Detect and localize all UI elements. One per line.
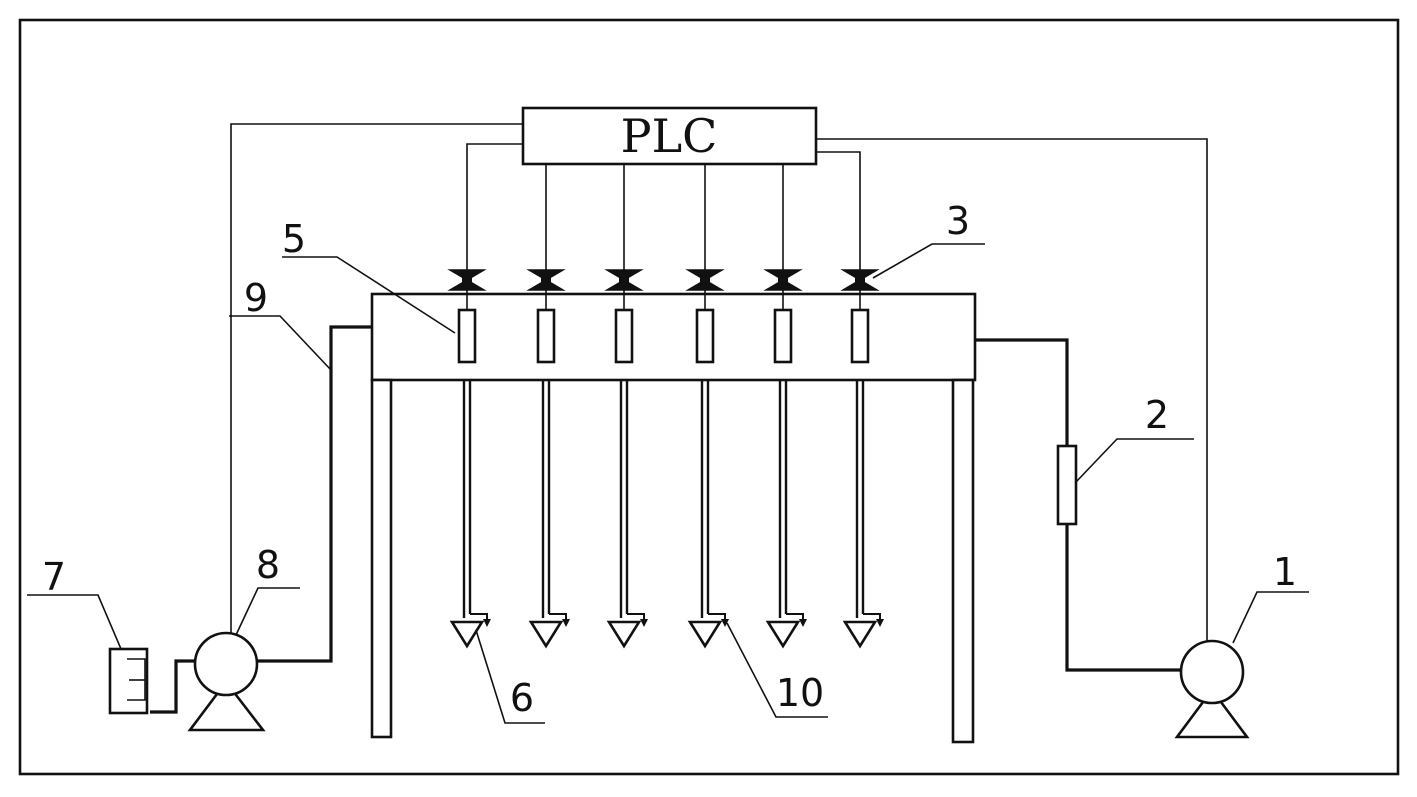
nozzle-branch <box>604 269 648 649</box>
nozzle-head <box>842 620 878 649</box>
nozzle-tube <box>695 308 715 364</box>
nozzle-tube <box>457 308 477 364</box>
label-valve: 3 <box>946 199 970 243</box>
nozzle-head <box>687 620 723 649</box>
label-flowmeter: 2 <box>1145 393 1169 437</box>
plc-label: PLC <box>621 109 718 163</box>
nozzle-branch <box>447 269 491 649</box>
right-leg <box>951 378 975 744</box>
label-pipe: 9 <box>244 276 268 320</box>
left-pump <box>187 631 266 732</box>
nozzle-head <box>449 620 485 649</box>
tank <box>108 647 149 715</box>
nozzle-branch <box>685 269 729 649</box>
left-leg <box>370 378 393 739</box>
nozzle-branches <box>447 269 884 649</box>
nozzle-branch <box>526 269 570 649</box>
nozzle-branch <box>840 269 884 649</box>
nozzle-tube <box>850 308 870 364</box>
nozzle-head <box>765 620 801 649</box>
nozzle-tube <box>614 308 634 364</box>
manifold-beam <box>370 292 977 382</box>
control-wires <box>230 123 1208 643</box>
label-nozzle: 6 <box>510 676 534 720</box>
label-pump-left: 8 <box>256 543 280 587</box>
label-outlet: 10 <box>776 671 824 715</box>
flowmeter <box>1056 444 1078 526</box>
right-pump <box>1174 639 1250 739</box>
label-tank: 7 <box>42 555 66 599</box>
diagram-frame <box>18 18 1400 776</box>
right-supply-pipe <box>975 338 1181 672</box>
label-nozzle-tube: 5 <box>282 217 306 261</box>
left-feed-pipe <box>150 325 372 714</box>
nozzle-tube <box>536 308 556 364</box>
nozzle-head <box>606 620 642 649</box>
nozzle-branch <box>763 269 807 649</box>
support-frame <box>370 292 977 744</box>
label-pump-right: 1 <box>1273 550 1297 594</box>
nozzle-tube <box>773 308 793 364</box>
leader-lines <box>27 243 1309 724</box>
plc-controller: PLC <box>521 106 818 166</box>
nozzle-head <box>528 620 564 649</box>
